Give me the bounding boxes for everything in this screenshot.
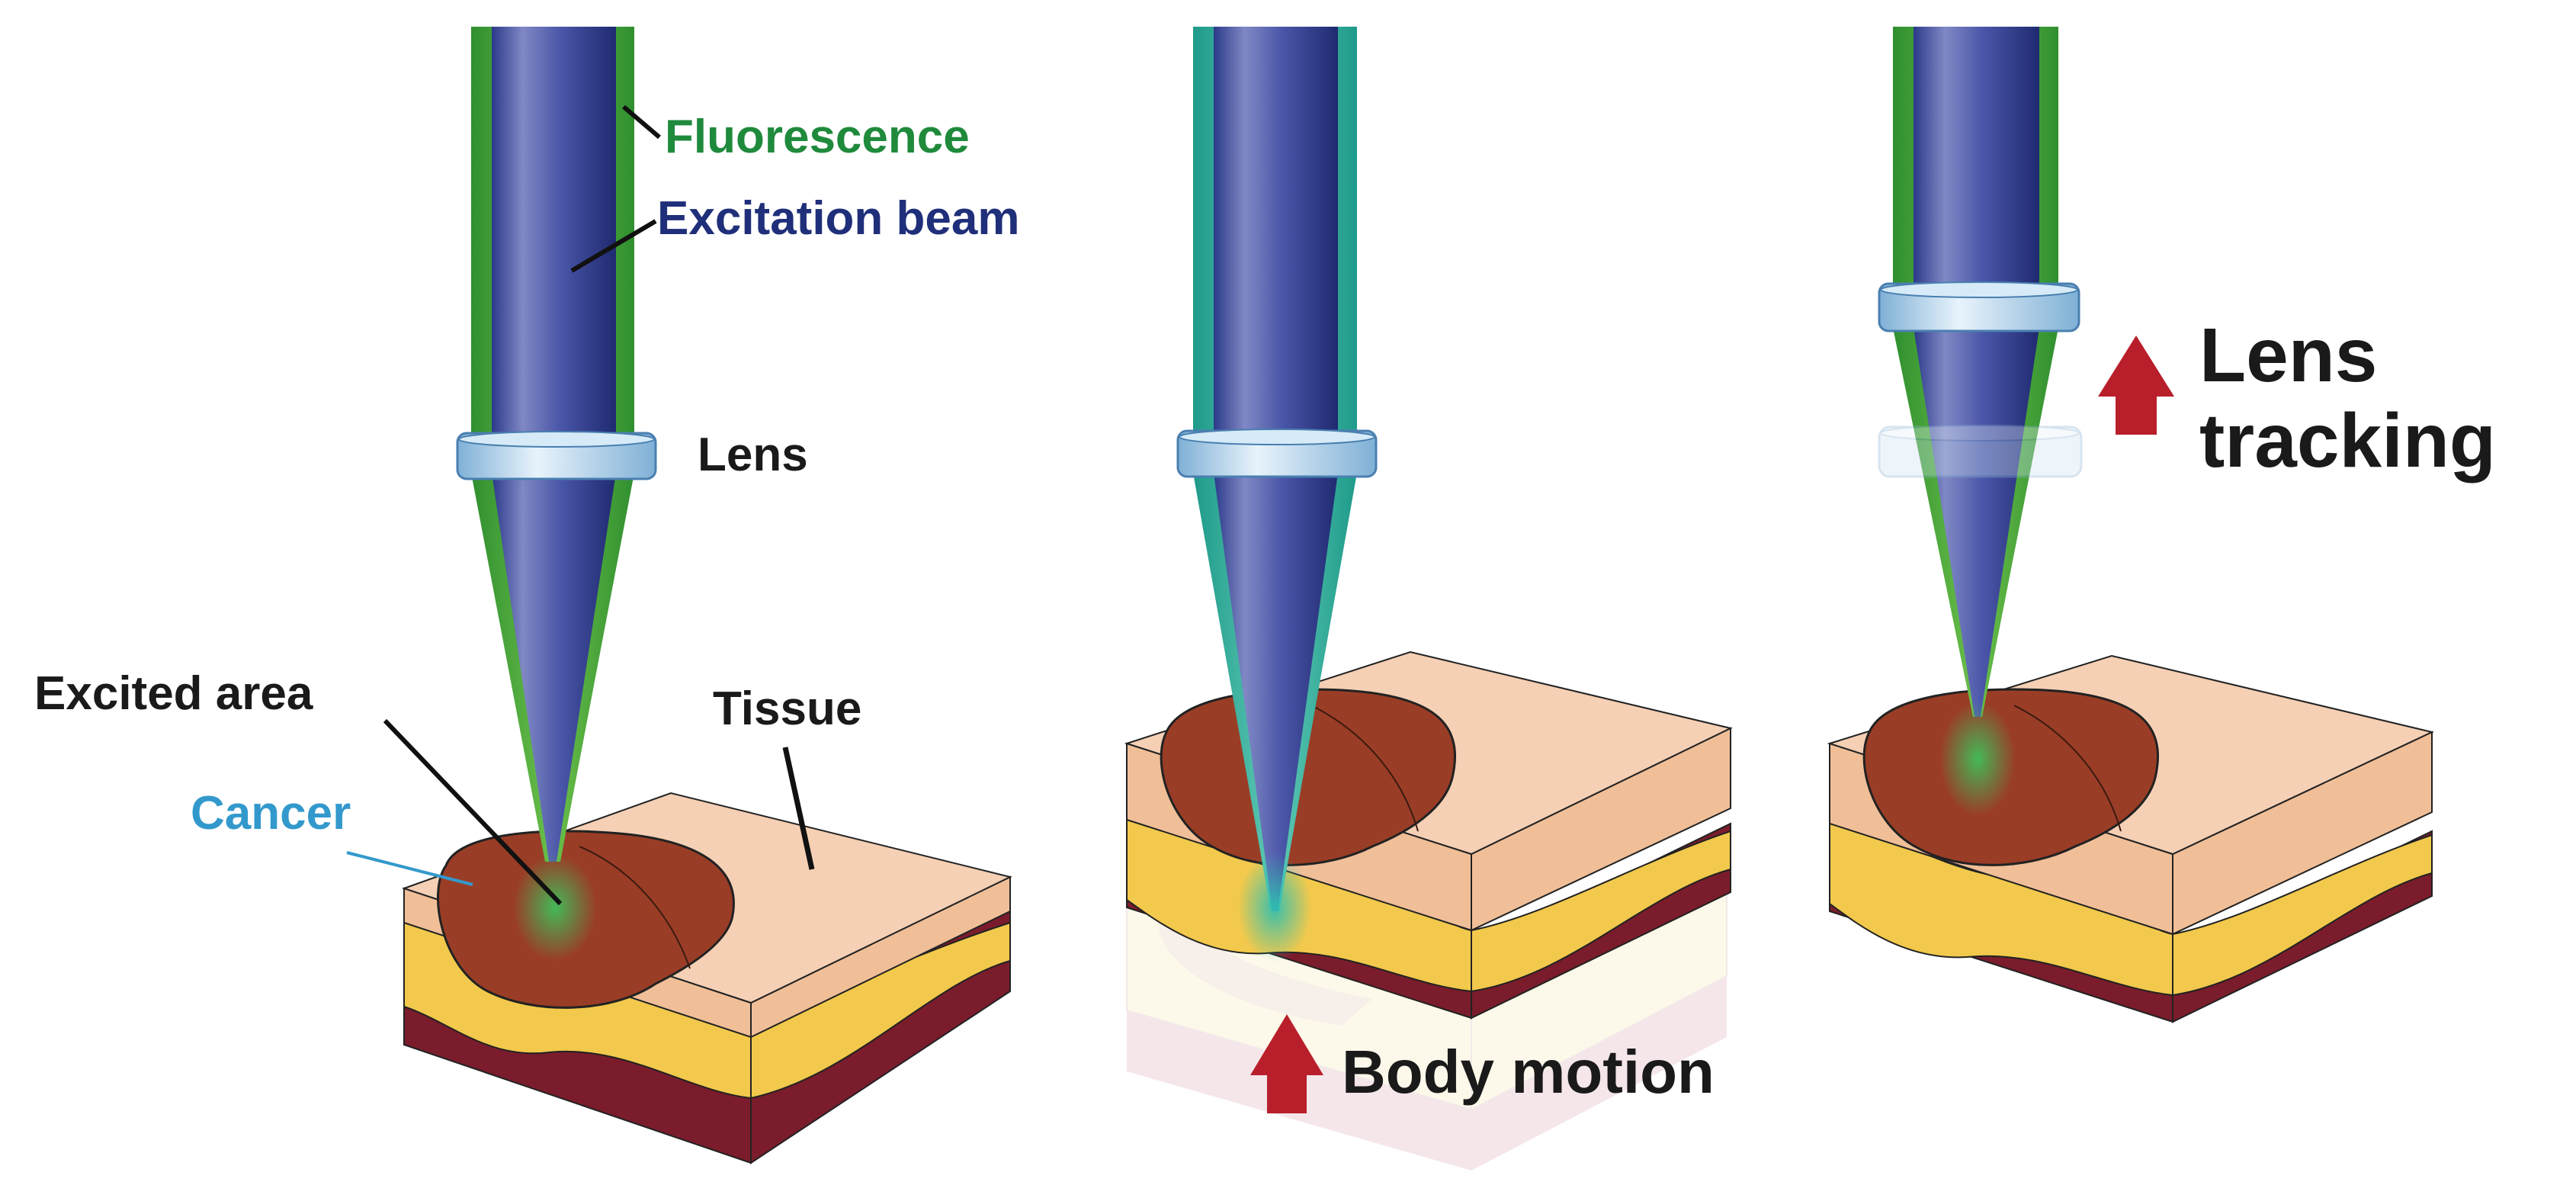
panel-3: Lens tracking xyxy=(1827,27,2496,1023)
cancer-label: Cancer xyxy=(191,787,351,840)
excited-area-leader xyxy=(383,718,563,906)
excitation-cone-3 xyxy=(1914,328,2039,717)
panel-2: Body motion xyxy=(1124,27,1733,1171)
lens xyxy=(456,431,657,480)
focus-glow-3 xyxy=(1939,702,2016,816)
fluorescence-label: Fluorescence xyxy=(665,111,970,163)
tissue-label: Tissue xyxy=(713,683,861,735)
excitation-beam-3 xyxy=(1914,27,2039,290)
panel-1: Fluorescence Excitation beam Lens Excite… xyxy=(34,27,1019,1164)
tissue-block-3 xyxy=(1827,654,2435,1023)
excitation-beam-2 xyxy=(1214,27,1338,438)
excitation-beam xyxy=(492,27,616,438)
lens-tracking-label-line2: tracking xyxy=(2199,398,2496,483)
tissue-leader xyxy=(782,747,815,870)
excitation-beam-label: Excitation beam xyxy=(657,192,1019,245)
lens-label: Lens xyxy=(698,429,808,481)
excited-area-label: Excited area xyxy=(34,667,313,720)
body-motion-arrow xyxy=(1250,1014,1323,1113)
ghost-lens xyxy=(1878,425,2083,478)
excitation-cone xyxy=(492,473,616,862)
tissue-block xyxy=(401,792,1012,1164)
body-motion-label: Body motion xyxy=(1342,1038,1715,1106)
fluorescence-leader xyxy=(622,104,661,140)
lens-tracking-arrow xyxy=(2098,336,2174,435)
lens-tracking-label-line1: Lens xyxy=(2199,313,2377,398)
cancer-leader xyxy=(346,851,473,886)
excited-area-glow xyxy=(513,854,597,961)
excitation-cone-2 xyxy=(1214,473,1338,911)
lens-2 xyxy=(1176,429,1378,478)
focus-glow-2 xyxy=(1238,853,1311,962)
lens-3 xyxy=(1878,281,2080,332)
excitation-leader xyxy=(570,219,657,273)
